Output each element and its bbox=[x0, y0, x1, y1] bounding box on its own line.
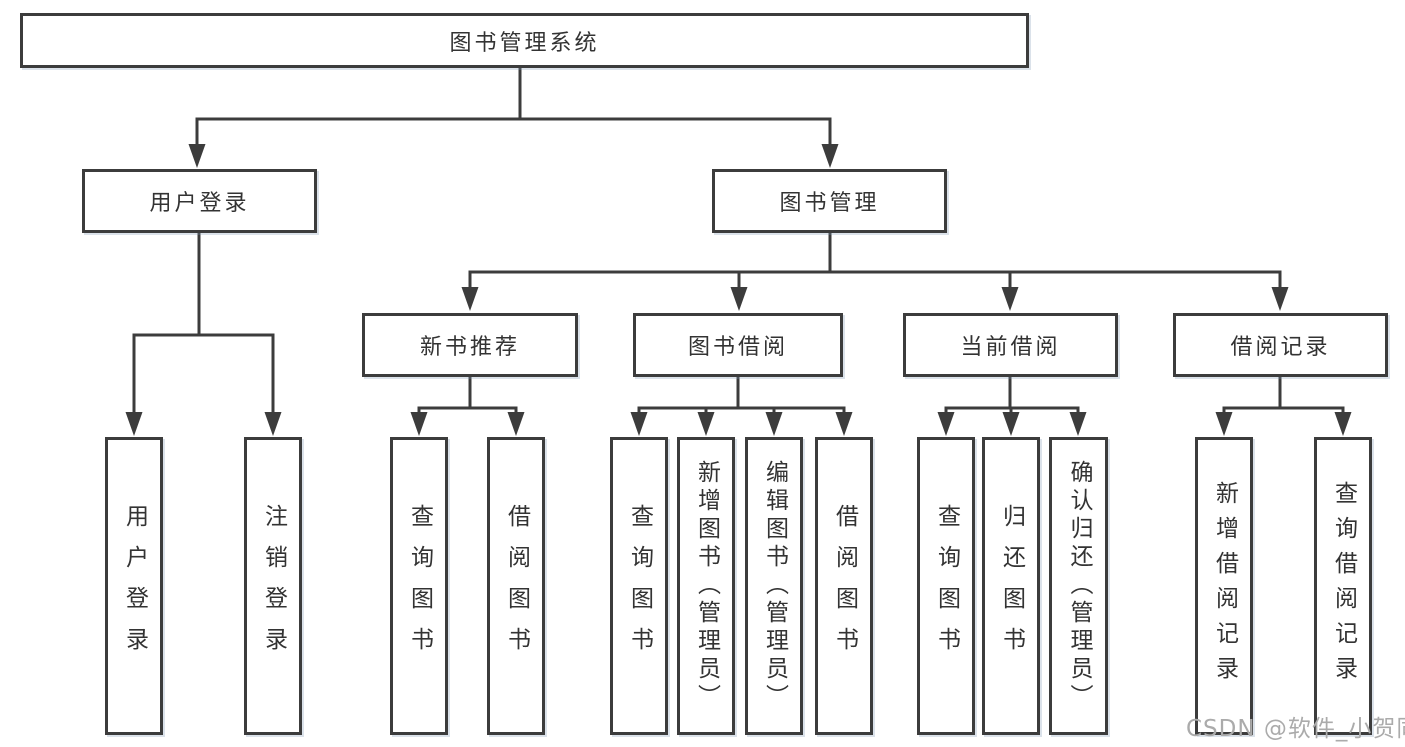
leaf-add-book-admin: 新增图书（管理员） bbox=[677, 437, 735, 735]
arrow-icon bbox=[461, 287, 479, 311]
leaf-logout: 注销登录 bbox=[244, 437, 302, 735]
arrow-icon bbox=[697, 412, 715, 436]
connector-new-book-children bbox=[417, 377, 518, 414]
connector-book-mgmt-sections bbox=[468, 233, 1282, 289]
arrow-icon bbox=[937, 412, 955, 436]
arrowheads bbox=[125, 144, 1352, 436]
watermark: CSDN @软件_小贺同学 bbox=[1186, 716, 1405, 742]
leaf-edit-book-admin: 编辑图书（管理员） bbox=[745, 437, 803, 735]
node-user-login: 用户登录 bbox=[82, 169, 317, 233]
arrow-icon bbox=[1334, 412, 1352, 436]
arrow-icon bbox=[730, 287, 748, 311]
node-book-management: 图书管理 bbox=[712, 169, 947, 233]
leaf-confirm-return-admin: 确认归还（管理员） bbox=[1049, 437, 1108, 735]
connector-root-to-level2 bbox=[195, 68, 832, 146]
arrow-icon bbox=[1002, 412, 1020, 436]
arrow-icon bbox=[1001, 287, 1019, 311]
leaf-query-book-3: 查询图书 bbox=[917, 437, 975, 735]
leaf-user-login: 用户登录 bbox=[105, 437, 163, 735]
arrow-icon bbox=[188, 144, 206, 168]
arrow-icon bbox=[507, 412, 525, 436]
node-borrow-record: 借阅记录 bbox=[1173, 313, 1388, 377]
node-current-borrow: 当前借阅 bbox=[903, 313, 1118, 377]
leaf-borrow-book-2: 借阅图书 bbox=[815, 437, 873, 735]
arrow-icon bbox=[835, 412, 853, 436]
leaf-query-borrow-record: 查询借阅记录 bbox=[1314, 437, 1372, 735]
leaf-borrow-book-1: 借阅图书 bbox=[487, 437, 545, 735]
leaf-query-book-2: 查询图书 bbox=[610, 437, 668, 735]
arrow-icon bbox=[125, 412, 143, 436]
leaf-add-borrow-record: 新增借阅记录 bbox=[1195, 437, 1253, 735]
arrow-icon bbox=[1069, 412, 1087, 436]
arrow-icon bbox=[1215, 412, 1233, 436]
connector-current-children bbox=[944, 377, 1080, 414]
arrow-icon bbox=[765, 412, 783, 436]
node-root-system: 图书管理系统 bbox=[20, 13, 1029, 68]
connector-record-children bbox=[1222, 377, 1345, 414]
arrow-icon bbox=[264, 412, 282, 436]
arrow-icon bbox=[821, 144, 839, 168]
leaf-query-book-1: 查询图书 bbox=[390, 437, 448, 735]
node-book-borrow: 图书借阅 bbox=[633, 313, 843, 377]
leaf-return-book: 归还图书 bbox=[982, 437, 1040, 735]
node-new-book-recommend: 新书推荐 bbox=[362, 313, 578, 377]
arrow-icon bbox=[1271, 287, 1289, 311]
connector-user-login-children bbox=[132, 233, 275, 414]
connector-borrow-children bbox=[637, 377, 846, 414]
arrow-icon bbox=[630, 412, 648, 436]
arrow-icon bbox=[410, 412, 428, 436]
